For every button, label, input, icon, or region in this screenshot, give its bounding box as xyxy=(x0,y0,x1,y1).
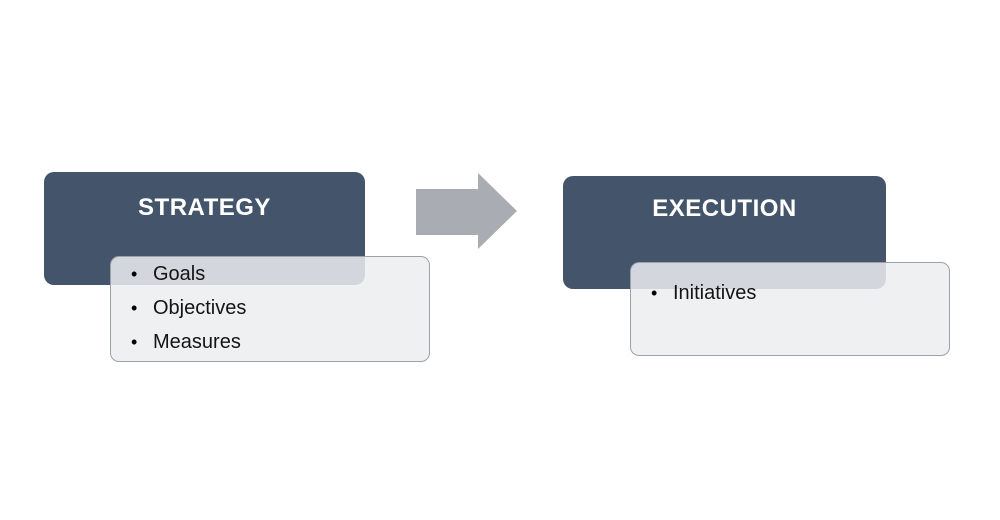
strategy-items-panel: • Goals • Objectives • Measures xyxy=(110,256,430,362)
list-item-label: Objectives xyxy=(153,296,247,319)
list-item: • Initiatives xyxy=(651,276,939,310)
execution-items-list: • Initiatives xyxy=(631,263,949,310)
list-item-label: Measures xyxy=(153,330,241,353)
bullet-icon: • xyxy=(651,283,658,303)
bullet-icon: • xyxy=(131,264,138,284)
list-item: • Measures xyxy=(131,325,419,359)
list-item: • Goals xyxy=(131,257,419,291)
bullet-icon: • xyxy=(131,332,138,352)
right-arrow-icon xyxy=(416,173,517,249)
list-item: • Objectives xyxy=(131,291,419,325)
strategy-title: STRATEGY xyxy=(138,194,271,221)
list-item-label: Initiatives xyxy=(673,281,757,304)
execution-items-panel: • Initiatives xyxy=(630,262,950,356)
bullet-icon: • xyxy=(131,298,138,318)
execution-title: EXECUTION xyxy=(652,195,797,222)
list-item-label: Goals xyxy=(153,262,206,285)
strategy-items-list: • Goals • Objectives • Measures xyxy=(111,257,429,359)
